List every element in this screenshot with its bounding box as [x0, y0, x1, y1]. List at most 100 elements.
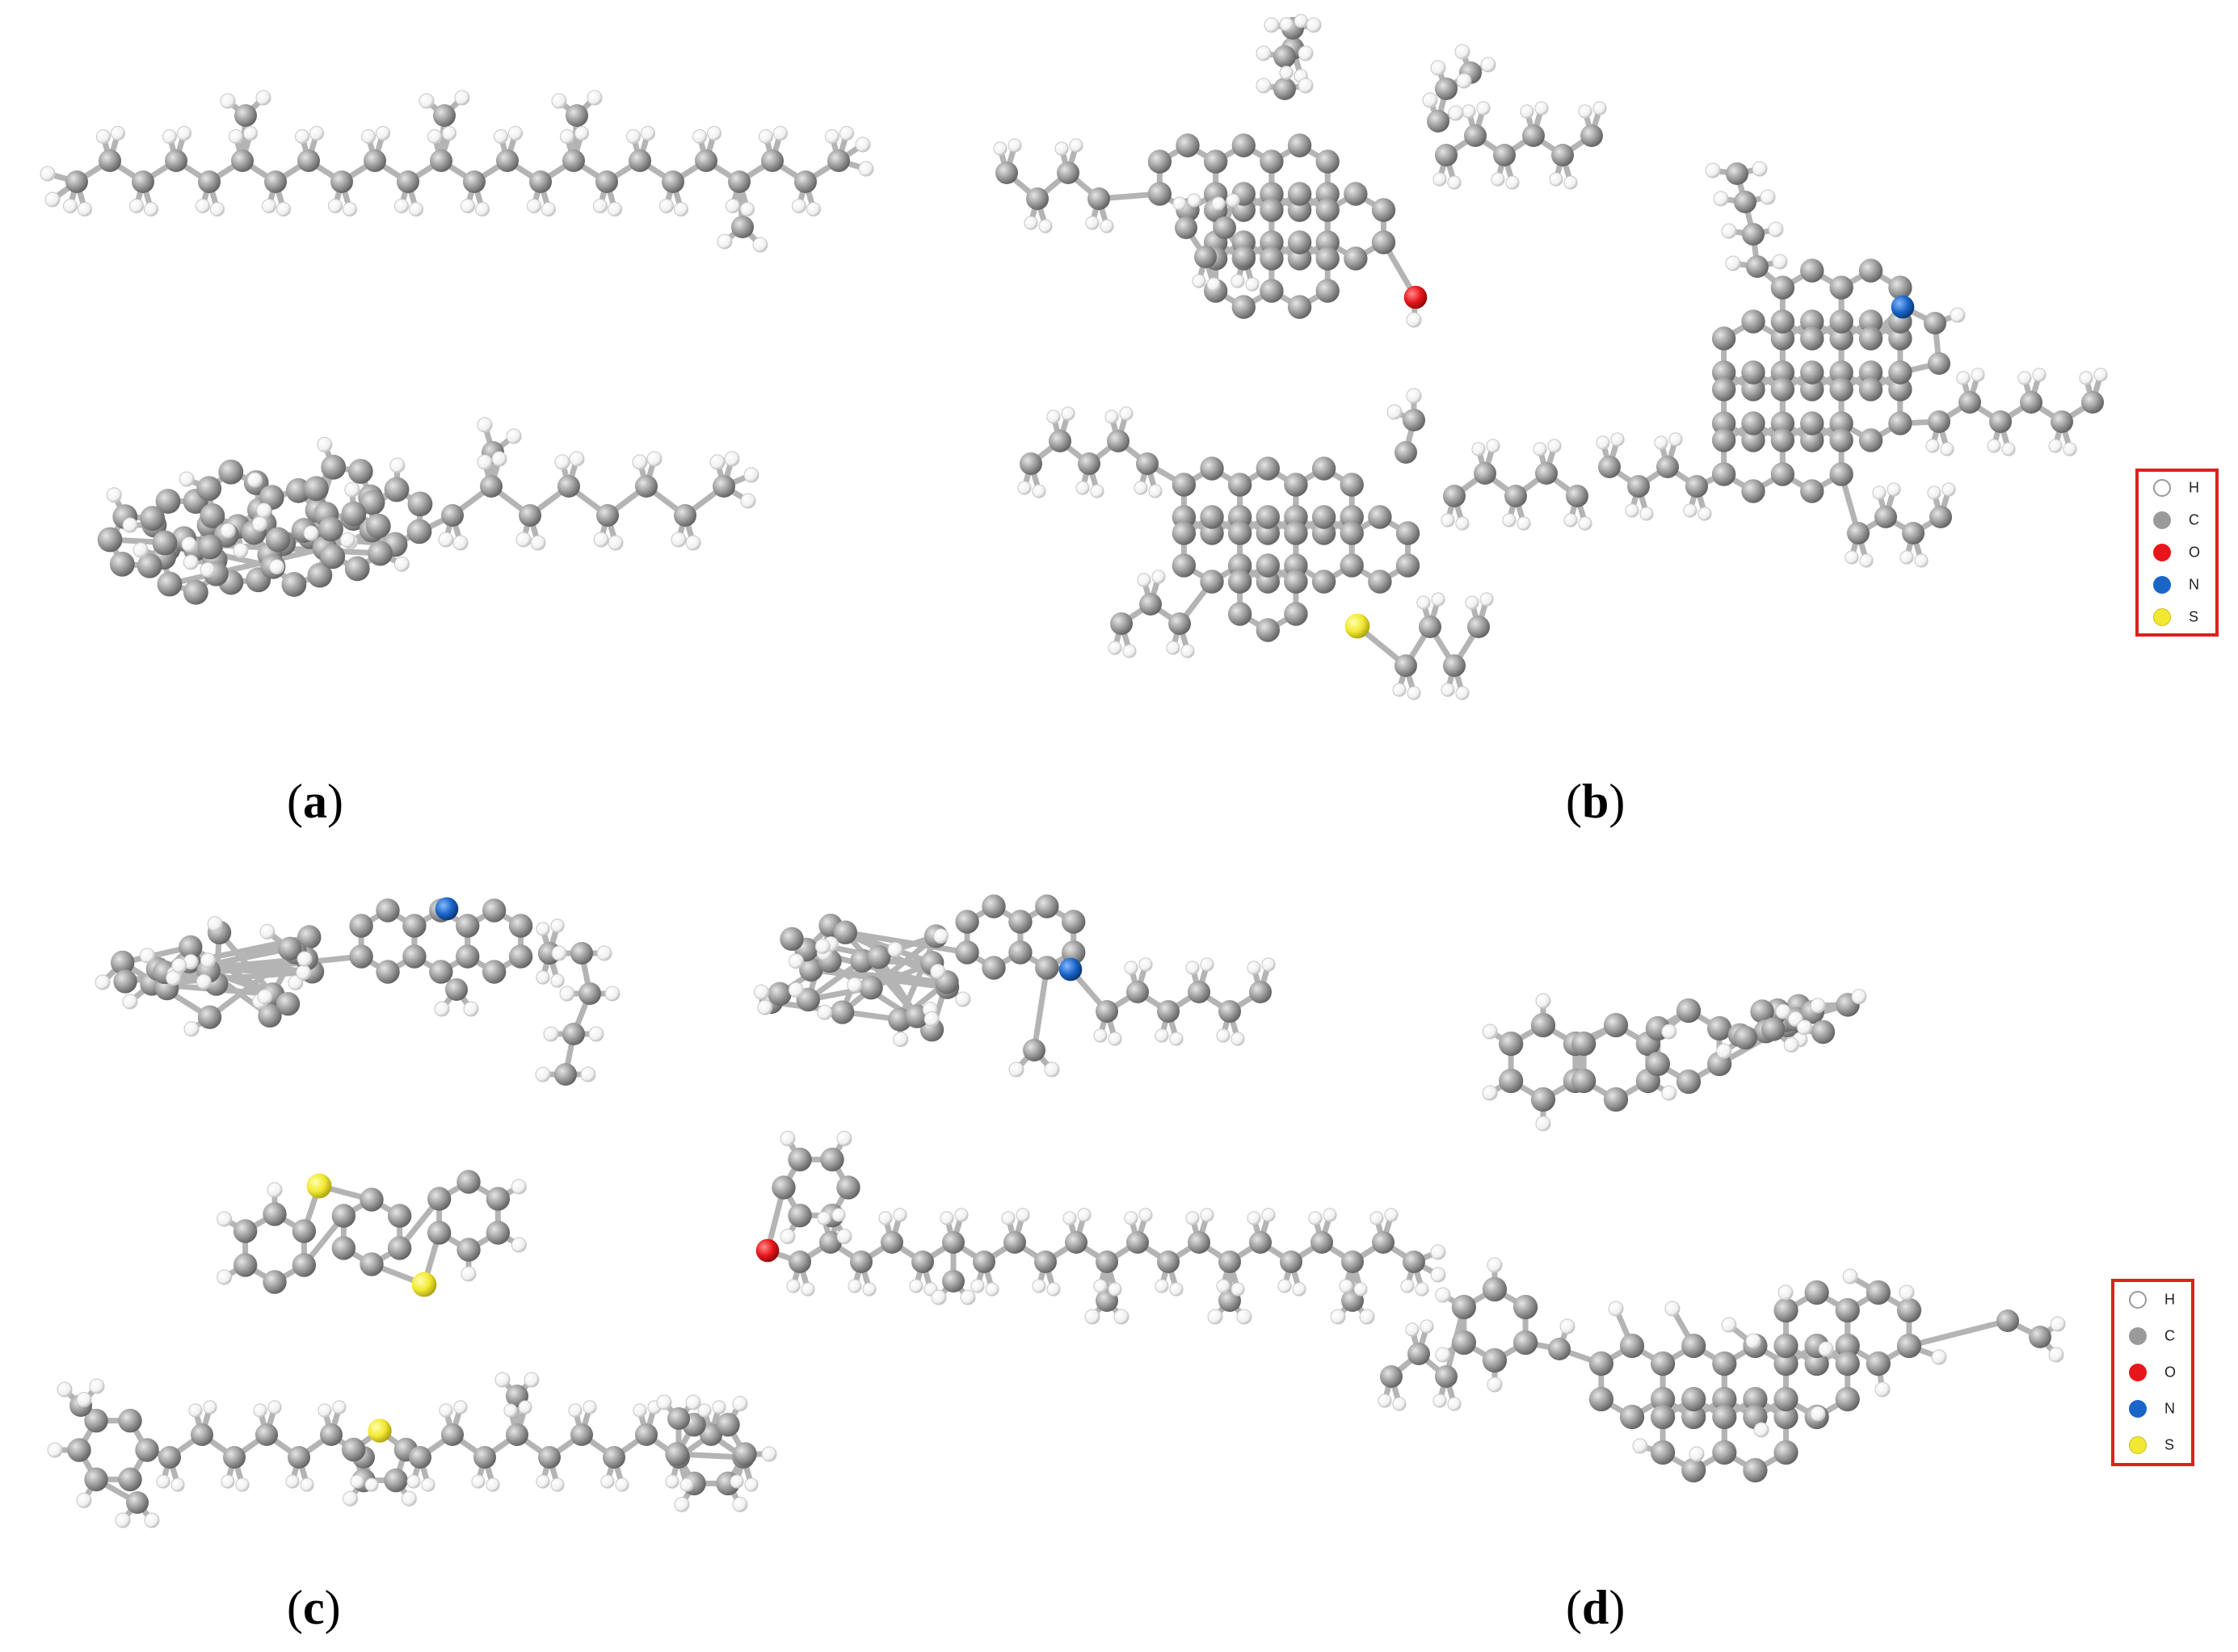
hydrogen-atom [674, 1496, 690, 1512]
hydrogen-atom [1200, 1208, 1214, 1222]
legend-item-h: H [2139, 472, 2215, 504]
carbon-atom [881, 1231, 903, 1254]
carbon-atom [1929, 506, 1952, 528]
hydrogen-atom [744, 1478, 759, 1492]
hydrogen-atom [257, 989, 273, 1005]
hydrogen-atom [106, 487, 122, 503]
carbon-atom [662, 170, 684, 193]
carbon-atom [360, 1188, 384, 1212]
carbon-atom [341, 501, 367, 527]
carbon-atom [1712, 1440, 1737, 1465]
hydrogen-atom [1206, 277, 1221, 292]
hydrogen-atom [1155, 1279, 1169, 1293]
carbon-atom [1712, 1386, 1737, 1412]
hydrogen-atom [1625, 503, 1639, 518]
hydrogen-atom [1032, 484, 1046, 498]
carbon-atom [152, 530, 178, 556]
hydrogen-atom [350, 1474, 364, 1489]
hydrogen-atom [593, 532, 609, 548]
hydrogen-atom [1899, 550, 1914, 565]
hydrogen-atom [1378, 1393, 1392, 1408]
carbon-atom [409, 1446, 431, 1469]
hydrogen-atom [724, 451, 740, 467]
hydrogen-atom [1753, 1422, 1769, 1438]
carbon-atom [1928, 410, 1950, 433]
hydrogen-atom [1559, 1318, 1575, 1335]
carbon-atom [263, 1202, 287, 1226]
hydrogen-atom [1479, 592, 1494, 607]
hydrogen-atom [76, 1492, 92, 1508]
hydrogen-atom [453, 1400, 468, 1414]
carbon-atom [1315, 279, 1340, 303]
carbon-atom [733, 1442, 757, 1466]
hydrogen-atom [1061, 406, 1075, 421]
hydrogen-atom [1406, 312, 1422, 328]
hydrogen-atom [970, 1279, 985, 1293]
hydrogen-atom [757, 999, 773, 1015]
hydrogen-atom [1279, 65, 1294, 80]
hydrogen-atom [625, 128, 642, 145]
hydrogen-atom [221, 1474, 235, 1489]
hydrogen-atom [389, 457, 406, 473]
carbon-atom [463, 170, 486, 193]
hydrogen-atom [1298, 45, 1314, 61]
carbon-atom [1311, 456, 1336, 481]
hydrogen-atom [543, 1026, 559, 1042]
carbon-atom [1858, 360, 1883, 385]
hydrogen-atom [732, 1396, 748, 1412]
hydrogen-atom [772, 125, 789, 141]
hydrogen-atom [685, 535, 701, 551]
hydrogen-atom [1430, 1267, 1446, 1283]
carbon-atom [1467, 616, 1490, 638]
hydrogen-atom [550, 1478, 565, 1492]
carbon-atom [1200, 570, 1224, 594]
carbon-atom [1650, 1351, 1676, 1377]
carbon-atom [859, 975, 883, 1000]
carbon-atom [1733, 1025, 1758, 1050]
nitrogen-dot [2153, 576, 2171, 594]
hydrogen-atom [507, 125, 524, 141]
hydrogen-atom [730, 1474, 744, 1489]
hydrogen-atom [1216, 1279, 1230, 1293]
hydrogen-atom [858, 161, 874, 177]
hydrogen-atom [1683, 503, 1697, 518]
hydrogen-atom [1138, 957, 1153, 972]
carbon-atom [292, 1219, 317, 1243]
hydrogen-atom [1535, 993, 1551, 1009]
hydrogen-atom [439, 1403, 453, 1418]
carbon-atom [1260, 246, 1284, 271]
hydrogen-atom [251, 515, 267, 532]
hydrogen-atom [931, 1289, 947, 1305]
carbon-atom [441, 1423, 464, 1446]
hydrogen-atom [1264, 17, 1280, 33]
hydrogen-atom [568, 1403, 583, 1418]
hydrogen-atom [1654, 435, 1668, 450]
carbon-atom [716, 1412, 740, 1437]
carbon-atom [942, 1231, 965, 1254]
carbon-atom [1403, 1251, 1425, 1273]
carbon-atom [2029, 1326, 2051, 1348]
atoms [1596, 161, 2108, 568]
carbon-atom [344, 556, 370, 582]
hydrogen-atom [658, 198, 675, 214]
carbon-atom [1800, 428, 1824, 452]
hydrogen-atom [1487, 1257, 1503, 1273]
hydrogen-atom [471, 1474, 486, 1489]
carbon-atom [1847, 522, 1870, 544]
carbon-atom [406, 519, 432, 544]
carbon-atom [1770, 411, 1795, 435]
carbon-atom [1451, 1330, 1477, 1356]
carbon-dot [2129, 1327, 2147, 1346]
hydrogen-atom [1392, 1397, 1407, 1411]
carbon-atom [728, 170, 751, 193]
carbon-atom [360, 490, 385, 515]
carbon-atom [456, 914, 480, 938]
hydrogen-atom [1339, 1279, 1353, 1293]
hydrogen-atom [2017, 371, 2032, 385]
hydrogen-atom [541, 201, 557, 217]
carbon-atom [1078, 452, 1100, 475]
hydrogen-atom [1093, 1028, 1108, 1043]
hydrogen-atom [1925, 439, 1940, 453]
carbon-atom [1451, 1294, 1477, 1320]
atoms [1017, 388, 1592, 700]
